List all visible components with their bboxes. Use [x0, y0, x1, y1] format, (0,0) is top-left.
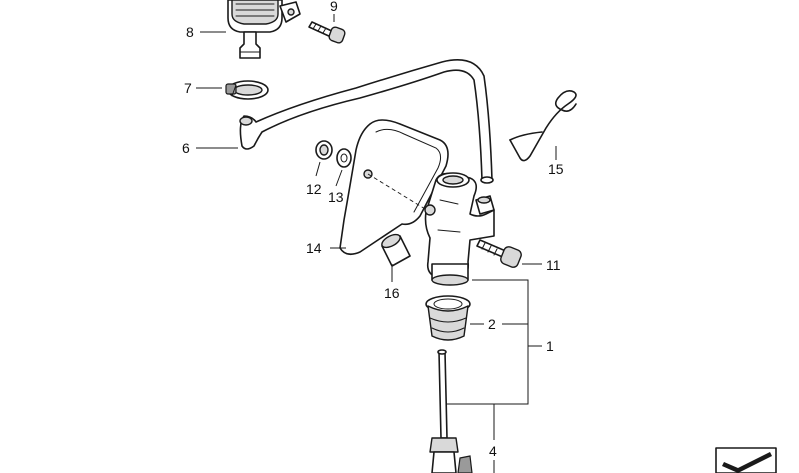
part-8-bracket	[279, 1, 301, 23]
callout-13: 13	[328, 189, 344, 205]
catalog-arrow-icon[interactable]	[715, 447, 777, 473]
part-2-seal[interactable]	[425, 295, 471, 341]
part-7-hose-clamp[interactable]	[225, 80, 269, 100]
part-1-side-nipple	[475, 195, 495, 215]
part-9-screw[interactable]	[308, 21, 346, 44]
callout-6: 6	[182, 140, 190, 156]
part-11-bolt[interactable]	[476, 239, 523, 269]
callout-4: 4	[489, 443, 497, 459]
part-1-outlet-ring	[431, 263, 469, 286]
part-6-fuel-hose[interactable]	[239, 59, 494, 184]
callout-12: 12	[306, 181, 322, 197]
leader-lines	[196, 14, 557, 473]
callout-15: 15	[548, 161, 564, 177]
part-4-sensor-rod[interactable]	[429, 349, 473, 473]
part-16-spacer-sleeve[interactable]	[380, 232, 411, 267]
part-15-spring-clip[interactable]	[509, 90, 577, 162]
callout-8: 8	[186, 24, 194, 40]
callout-14: 14	[306, 240, 322, 256]
part-1-valve-housing[interactable]	[424, 172, 495, 279]
part-12-grommet[interactable]	[315, 140, 333, 160]
callout-7: 7	[184, 80, 192, 96]
callout-11: 11	[546, 257, 561, 273]
callout-2: 2	[488, 316, 496, 332]
part-8-filter-housing[interactable]	[227, 0, 283, 59]
part-13-washer[interactable]	[336, 148, 352, 168]
part-14-mounting-plate[interactable]	[339, 119, 449, 256]
callout-16: 16	[384, 285, 400, 301]
callout-1: 1	[546, 338, 554, 354]
callout-9: 9	[330, 0, 338, 14]
assembly-axis-line	[367, 173, 431, 213]
